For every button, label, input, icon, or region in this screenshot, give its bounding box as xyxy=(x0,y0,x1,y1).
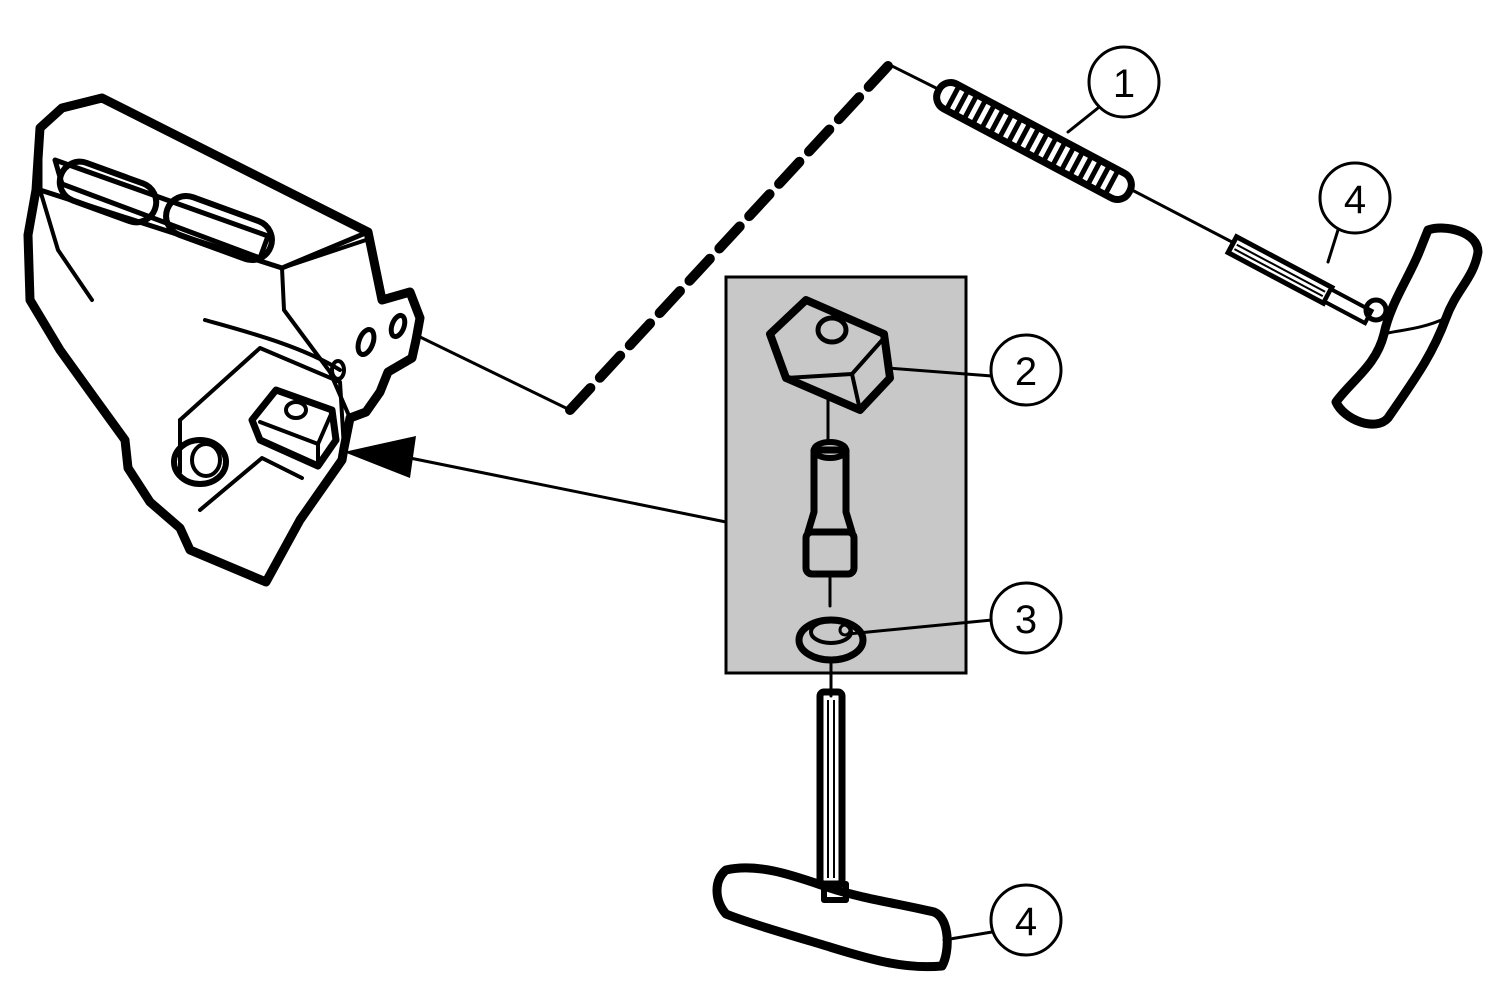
callout-4-top: 4 xyxy=(1318,161,1392,235)
callout-4-top-label: 4 xyxy=(1344,178,1366,222)
leader-lines xyxy=(846,106,1340,942)
callout-1-label: 1 xyxy=(1113,62,1135,106)
clamp-block xyxy=(766,296,894,414)
callout-3: 3 xyxy=(989,581,1063,655)
callout-4-bottom: 4 xyxy=(989,883,1063,957)
callout-4-bottom-label: 4 xyxy=(1015,900,1037,944)
callout-1: 1 xyxy=(1087,45,1161,119)
insertion-arrow xyxy=(344,436,728,524)
t-key-top xyxy=(1224,223,1483,429)
spring xyxy=(933,79,1135,203)
callout-3-label: 3 xyxy=(1015,598,1037,642)
assembly-path-line xyxy=(416,61,942,415)
callout-2-label: 2 xyxy=(1015,350,1037,394)
tool-housing xyxy=(23,93,425,587)
callout-2: 2 xyxy=(989,333,1063,407)
t-key-bottom xyxy=(712,688,952,972)
